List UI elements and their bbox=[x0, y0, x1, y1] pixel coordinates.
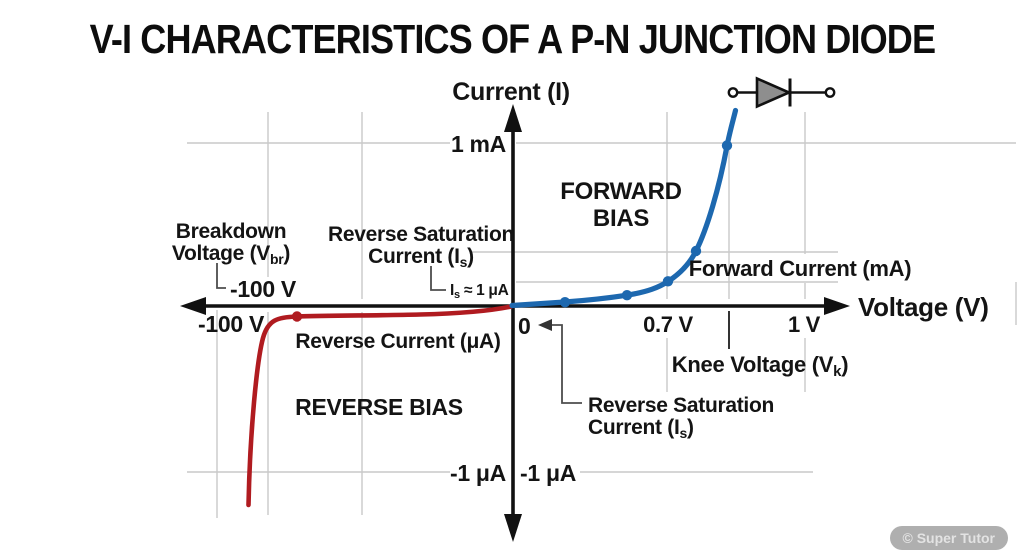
reverse-bias-label: REVERSE BIAS bbox=[295, 394, 463, 420]
rev-sat-current-top-line2: Current (Is) bbox=[368, 245, 474, 270]
rev-sat-current-top-line1: Reverse Saturation bbox=[328, 223, 514, 246]
y-tick-minus-1ua-right: -1 μA bbox=[520, 460, 576, 486]
diode-symbol-icon bbox=[727, 76, 836, 109]
x-tick-0-7v: 0.7 V bbox=[643, 312, 693, 337]
breakdown-callout-line bbox=[216, 263, 226, 289]
breakdown-voltage-value: -100 V bbox=[230, 276, 297, 302]
rev-sat-current-bottom-line1: Reverse Saturation bbox=[588, 394, 774, 417]
forward-curve-point bbox=[721, 140, 733, 151]
forward-bias-label-line1: FORWARD bbox=[560, 178, 681, 205]
forward-current-label: Forward Current (mA) bbox=[689, 256, 912, 281]
y-axis-bottom-arrow-icon bbox=[504, 514, 522, 542]
forward-bias-label-line2: BIAS bbox=[593, 205, 649, 232]
x-axis-label: Voltage (V) bbox=[858, 292, 989, 322]
forward-characteristic bbox=[509, 107, 739, 309]
callout-lines bbox=[216, 263, 730, 404]
forward-curve-point bbox=[690, 245, 702, 257]
breakdown-voltage-label-line2: Voltage (Vbr) bbox=[172, 242, 290, 267]
breakdown-point bbox=[291, 311, 303, 322]
y-axis-label: Current (I) bbox=[452, 78, 570, 106]
diode-anode-terminal-icon bbox=[727, 87, 739, 98]
page-title: V-I CHARACTERISTICS OF A P-N JUNCTION DI… bbox=[0, 16, 1024, 63]
forward-curve-point bbox=[662, 276, 674, 287]
forward-curve-point bbox=[621, 290, 633, 301]
is-approx-callout-line bbox=[430, 266, 446, 291]
y-axis-top-arrow-icon bbox=[504, 104, 522, 132]
rev-sat-current-bottom-line2: Current (Is) bbox=[588, 416, 694, 441]
watermark-badge: © Super Tutor bbox=[889, 526, 1008, 550]
x-axis-right-arrow-icon bbox=[824, 297, 850, 315]
y-tick-1ma: 1 mA bbox=[451, 131, 506, 157]
breakdown-voltage-label-line1: Breakdown bbox=[176, 220, 287, 243]
y-tick-minus-1ua-left: -1 μA bbox=[450, 460, 506, 486]
is-approx-value: Is ≈ 1 μA bbox=[450, 282, 509, 301]
x-tick-minus-100v: -100 V bbox=[198, 311, 265, 337]
axes bbox=[180, 104, 850, 542]
gridlines bbox=[187, 112, 1017, 518]
forward-curve-point bbox=[559, 297, 571, 308]
x-tick-1v: 1 V bbox=[788, 312, 821, 337]
x-tick-zero: 0 bbox=[518, 313, 531, 339]
knee-voltage-label: Knee Voltage (Vk) bbox=[672, 352, 848, 380]
reverse-characteristic bbox=[246, 304, 514, 508]
zero-callout-line bbox=[551, 324, 582, 404]
diode-cathode-terminal-icon bbox=[824, 87, 836, 98]
diode-triangle-icon bbox=[755, 76, 793, 109]
x-axis-left-arrow-icon bbox=[180, 297, 206, 315]
page-title-text: V-I CHARACTERISTICS OF A P-N JUNCTION DI… bbox=[89, 16, 935, 62]
reverse-current-label: Reverse Current (μA) bbox=[295, 330, 500, 353]
zero-callout-arrow-icon bbox=[538, 319, 552, 331]
